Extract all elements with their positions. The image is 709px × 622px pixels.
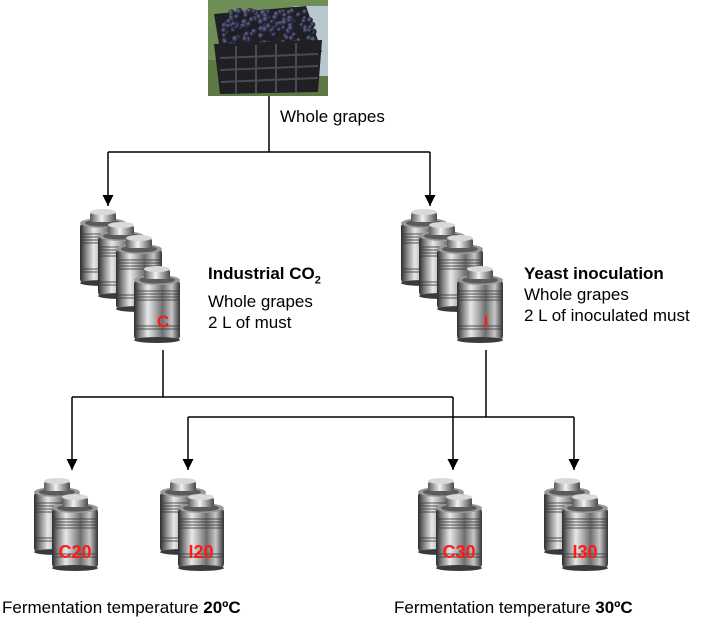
tank-pair-i30: I30 — [543, 477, 609, 572]
grape-berry — [242, 36, 248, 42]
grape-berry — [291, 32, 297, 38]
treatment-title-text: Industrial CO — [208, 264, 315, 283]
treatment-line: 2 L of must — [208, 313, 292, 333]
grape-berry — [241, 23, 247, 29]
temperature-label-30: Fermentation temperature 30ºC — [394, 597, 633, 618]
tank-code-label: I20 — [188, 542, 213, 562]
treatment-title-subscript: 2 — [314, 274, 321, 287]
grape-berry — [221, 27, 227, 34]
temperature-value: 20ºC — [203, 598, 241, 617]
tank-group-c: C — [79, 208, 181, 344]
tank-code-label: C20 — [58, 542, 91, 562]
grape-berry — [246, 21, 252, 27]
grape-berry — [243, 12, 249, 19]
grape-berry — [302, 27, 309, 34]
grape-berry — [257, 32, 265, 40]
grape-berry — [287, 18, 292, 24]
grape-berry — [222, 38, 229, 45]
treatment-title: Industrial CO2 — [208, 263, 321, 291]
treatment-label-c: Industrial CO2 Whole grapes 2 L of must — [208, 263, 321, 333]
grape-berry — [282, 12, 288, 18]
grape-berry — [235, 7, 243, 15]
treatment-line: Whole grapes — [208, 292, 313, 312]
grape-berry — [277, 27, 282, 33]
grape-berry — [249, 31, 255, 37]
grape-berry — [289, 8, 295, 14]
tank-icon — [133, 265, 181, 344]
grape-berry — [299, 22, 305, 28]
grape-berry — [246, 7, 253, 14]
treatment-line: 2 L of inoculated must — [524, 306, 690, 325]
grape-berry — [231, 21, 237, 27]
connectors — [66, 96, 580, 470]
treatment-label-i: Yeast inoculation Whole grapes 2 L of in… — [524, 263, 690, 326]
grape-berry — [307, 28, 312, 33]
grape-berry — [265, 23, 272, 30]
tank-pair-c20: C20 — [33, 477, 99, 572]
grape-berry — [251, 9, 257, 14]
temperature-label-20: Fermentation temperature 20ºC — [2, 597, 241, 618]
grape-berry — [281, 19, 288, 26]
tank-code-label: I30 — [572, 542, 597, 562]
grape-berry — [248, 16, 255, 23]
grape-berry — [287, 25, 294, 32]
tank-code-label: C — [157, 312, 169, 331]
grape-berry — [302, 9, 308, 15]
grape-berry — [244, 31, 250, 38]
grape-berry — [226, 18, 233, 25]
grape-berry — [234, 14, 240, 20]
tank-group-i: I — [400, 208, 504, 344]
grape-berry — [231, 35, 240, 43]
grape-berry — [272, 14, 279, 21]
tank-pair-i20: I20 — [159, 477, 225, 572]
grape-berry — [307, 17, 313, 23]
grape-berry — [221, 33, 227, 38]
treatment-line: Whole grapes — [524, 285, 629, 304]
temperature-prefix: Fermentation temperature — [2, 598, 204, 617]
source-label: Whole grapes — [280, 107, 385, 126]
grape-crate-photo — [208, 0, 328, 96]
grape-berry — [301, 18, 307, 24]
temperature-prefix: Fermentation temperature — [394, 598, 596, 617]
tank-code-label: C30 — [442, 542, 475, 562]
tank-code-label: I — [484, 312, 489, 331]
grape-berry — [262, 16, 270, 23]
temperature-value: 30ºC — [595, 598, 633, 617]
grape-berry — [281, 25, 286, 31]
grape-berry — [284, 35, 290, 41]
tank-pair-c30: C30 — [417, 477, 483, 572]
tank-icon — [456, 265, 504, 344]
grape-berry — [295, 12, 302, 18]
treatment-title: Yeast inoculation — [524, 264, 664, 283]
